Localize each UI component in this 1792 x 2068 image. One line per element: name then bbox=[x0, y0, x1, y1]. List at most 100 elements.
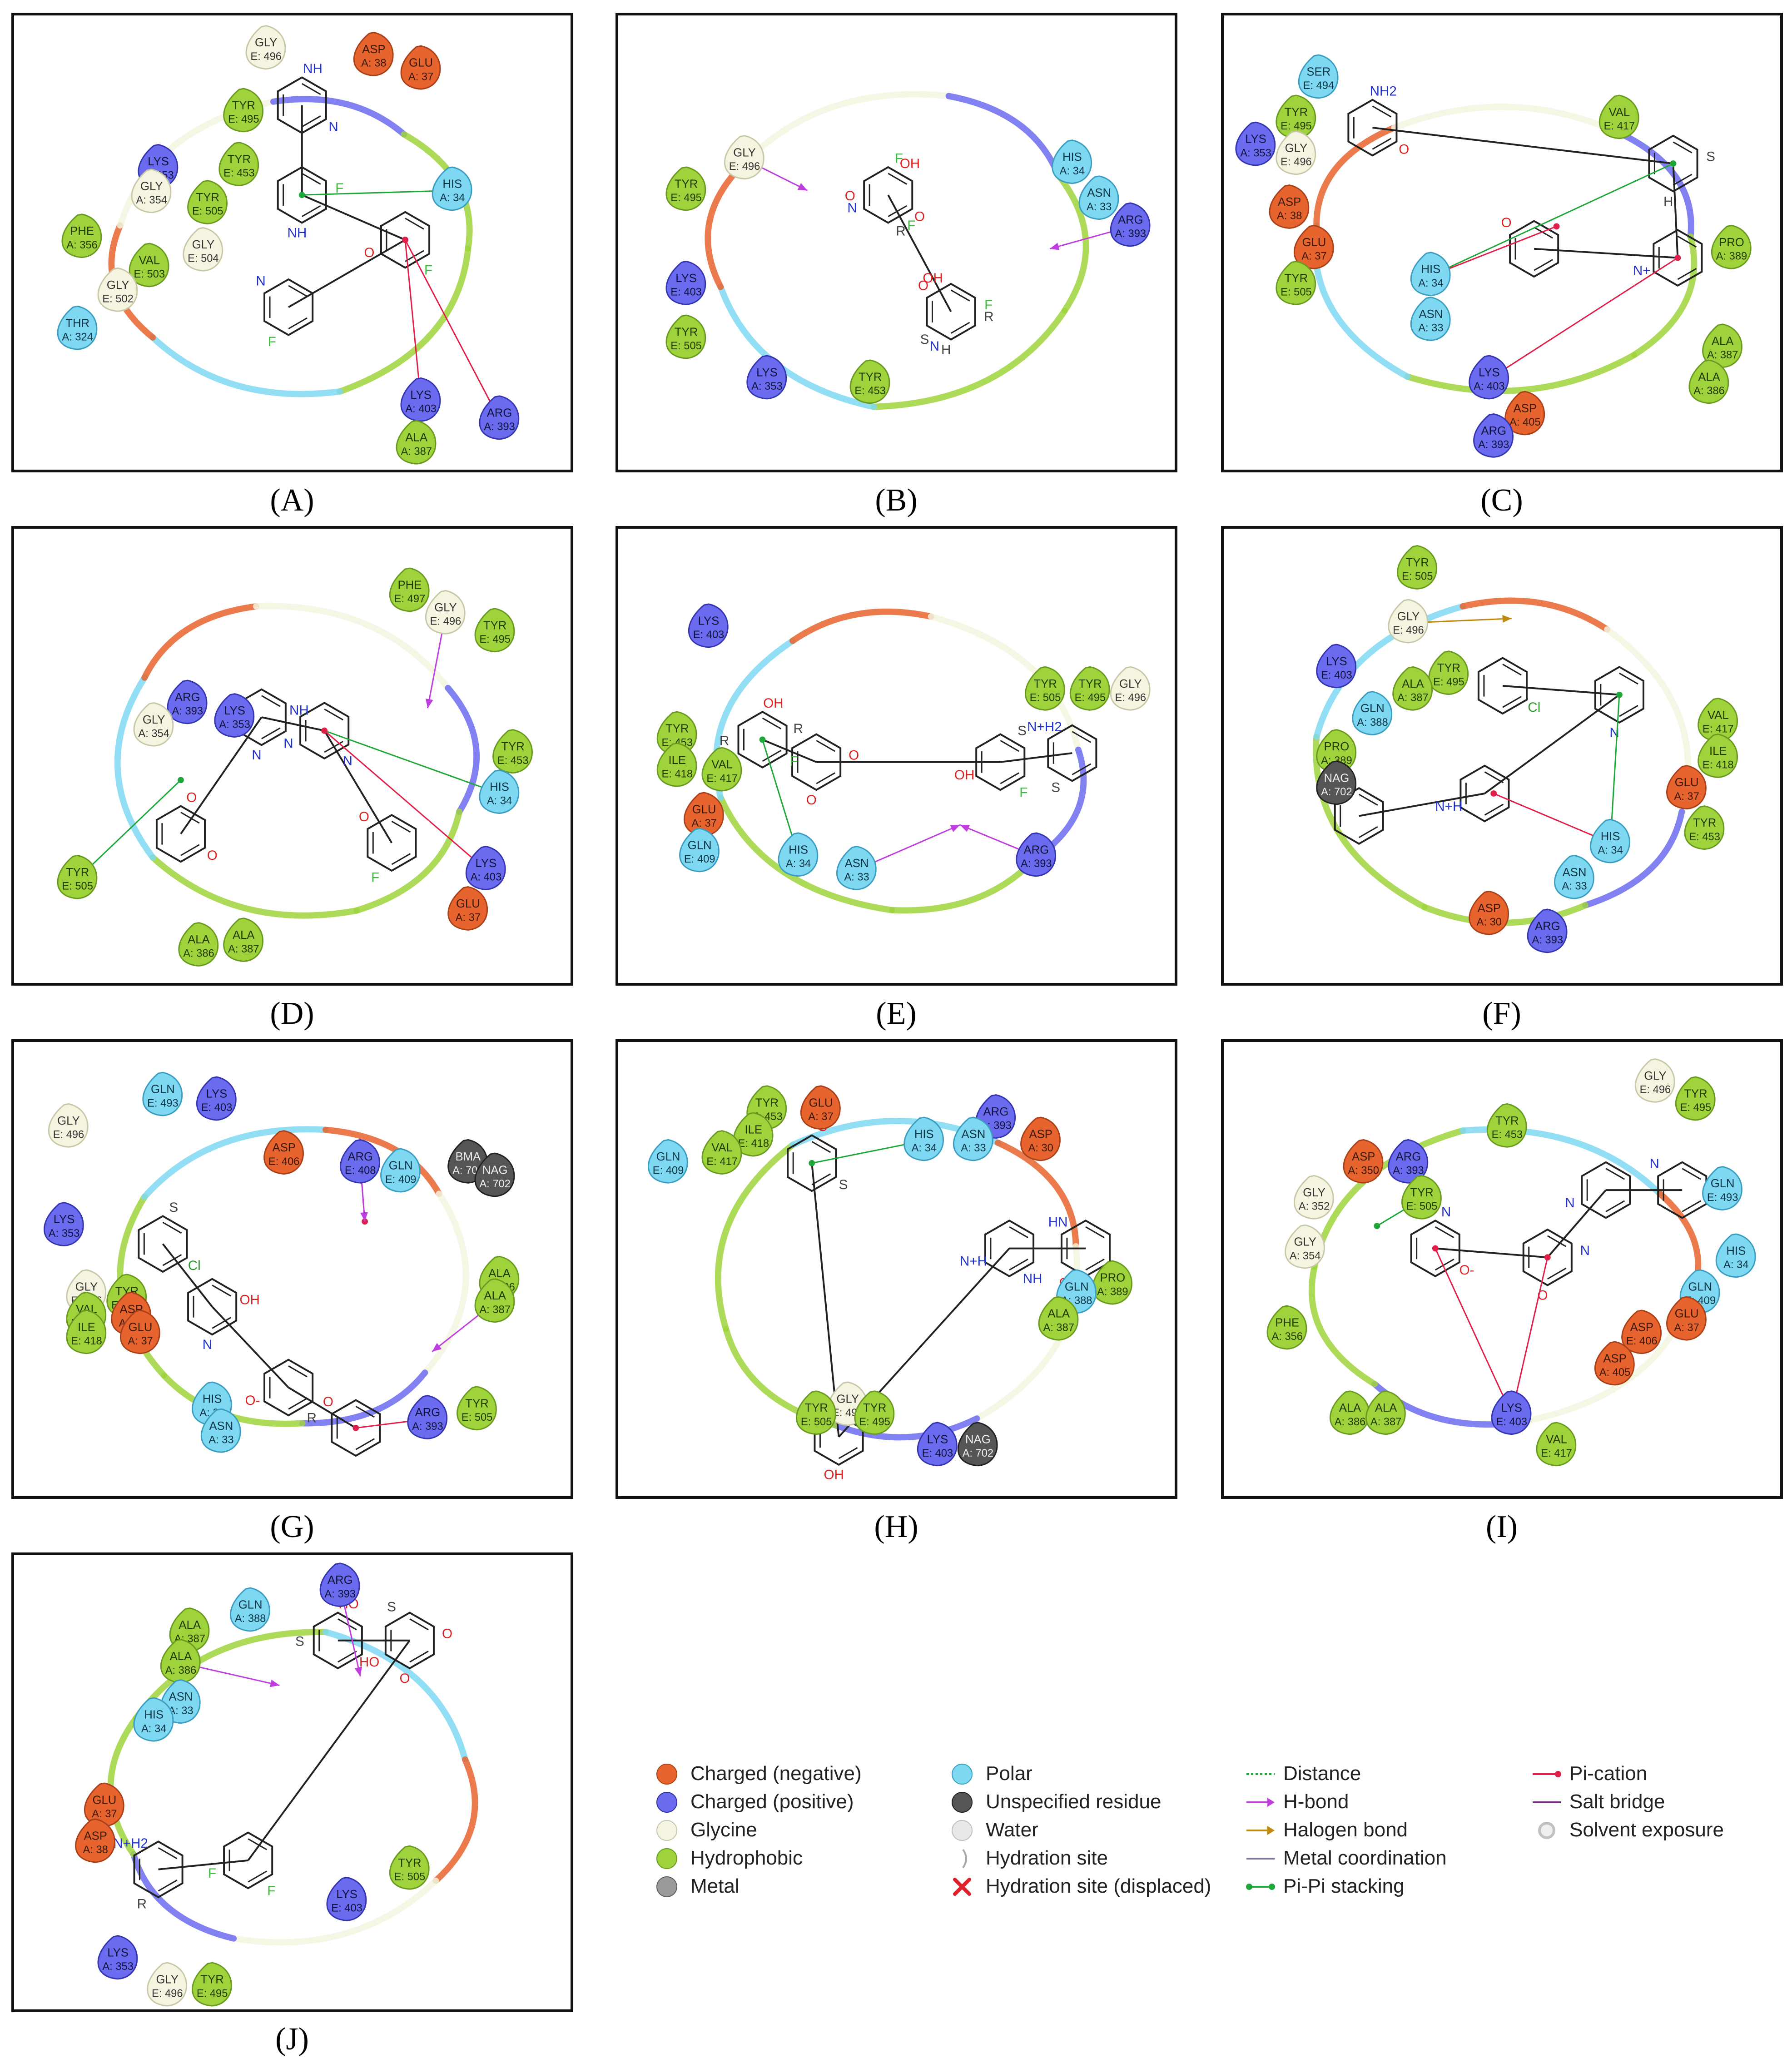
ligand-atom-label: O bbox=[442, 1626, 452, 1641]
residue-blob bbox=[1343, 1139, 1384, 1184]
residue-name: GLN bbox=[238, 1599, 263, 1612]
pocket-curve bbox=[322, 1126, 442, 1197]
ligand-ring bbox=[277, 76, 327, 134]
residue-number: A: 354 bbox=[138, 728, 169, 739]
residue-number: E: 503 bbox=[134, 268, 165, 280]
residue-number: E: 453 bbox=[1689, 831, 1720, 843]
residue-name: ASN bbox=[1563, 866, 1587, 879]
ligand-ring bbox=[380, 211, 431, 269]
pocket-curve bbox=[149, 334, 343, 397]
residue-blob bbox=[1469, 355, 1509, 400]
residue-blob bbox=[1316, 644, 1357, 689]
ligand-ring bbox=[313, 1612, 363, 1670]
ligand-atom-label: OH bbox=[923, 271, 943, 286]
residue-blob bbox=[1078, 175, 1119, 220]
residue-blob bbox=[1486, 1103, 1527, 1148]
residue-name: PHE bbox=[70, 225, 94, 238]
residue-name: ASP bbox=[84, 1830, 107, 1842]
residue-number: E: 505 bbox=[1030, 692, 1061, 704]
residue-number: A: 38 bbox=[361, 58, 386, 69]
ligand-bond bbox=[211, 1306, 289, 1389]
residue-blob bbox=[665, 260, 706, 305]
residue-number: A: 30 bbox=[1028, 1142, 1053, 1154]
ligand-structure bbox=[1410, 1161, 1708, 1286]
residue-name: TYR bbox=[1693, 817, 1716, 829]
pocket-curve bbox=[1055, 171, 1089, 314]
ligand-atom-label: N bbox=[256, 273, 265, 288]
residue-name: GLN bbox=[656, 1151, 680, 1163]
residue-number: A: 389 bbox=[1716, 251, 1747, 263]
ligand-atom-label: O bbox=[323, 1394, 333, 1409]
residue-blob bbox=[400, 45, 441, 90]
residue-name: LYS bbox=[675, 272, 697, 285]
ligand-double-bond bbox=[1465, 771, 1504, 816]
pocket-curve bbox=[1619, 131, 1694, 240]
ligand-atom-label: N bbox=[1650, 1156, 1659, 1171]
residue-blob bbox=[380, 1148, 421, 1193]
residue-blob bbox=[1491, 1390, 1532, 1435]
residue-name: ASP bbox=[1478, 902, 1501, 915]
residue-number: A: 356 bbox=[1271, 1331, 1303, 1343]
ligand-double-bond bbox=[1514, 227, 1553, 271]
pocket-curve bbox=[1631, 233, 1698, 358]
residue-blob bbox=[836, 846, 877, 890]
ligand-double-bond bbox=[1066, 1226, 1105, 1271]
residue-blob bbox=[1110, 202, 1151, 247]
residue-blob bbox=[1388, 1139, 1429, 1184]
residue-number: A: 37 bbox=[92, 1808, 117, 1820]
ligand-ring bbox=[277, 166, 327, 224]
pocket-curve bbox=[705, 161, 746, 290]
ligand-atom-label: N+ bbox=[1633, 263, 1651, 278]
residue-name: GLY bbox=[1294, 1236, 1316, 1249]
residue-name: GLU bbox=[1675, 776, 1699, 789]
ligand-atom-label: O bbox=[186, 790, 197, 805]
residue-number: A: 387 bbox=[228, 943, 259, 955]
residue-blob bbox=[1293, 1175, 1334, 1220]
residue-number: E: 403 bbox=[693, 629, 725, 641]
residue-name: GLN bbox=[1065, 1280, 1089, 1293]
residue-blob bbox=[1590, 818, 1630, 863]
residue-name: ASP bbox=[362, 43, 385, 56]
residue-number: A: 386 bbox=[165, 1665, 197, 1676]
ligand-bond bbox=[1000, 752, 1072, 763]
residue-number: E: 493 bbox=[147, 1097, 179, 1109]
panel-g-caption: (G) bbox=[270, 1509, 314, 1544]
residue-number: A: 324 bbox=[62, 331, 93, 343]
residue-number: E: 495 bbox=[479, 634, 511, 645]
residue-number: E: 406 bbox=[268, 1156, 300, 1168]
pipi-line bbox=[1430, 163, 1674, 277]
residue-number: E: 403 bbox=[1321, 669, 1352, 681]
ligand-ring bbox=[1509, 220, 1559, 278]
residue-number: A: 37 bbox=[691, 818, 716, 829]
unspecified-residue-icon bbox=[952, 1792, 973, 1813]
ligand-double-bond bbox=[743, 717, 782, 762]
ligand-atom-label: NH bbox=[303, 61, 323, 76]
salt-bridge-icon bbox=[1533, 1801, 1561, 1803]
residue-blob bbox=[75, 1818, 115, 1863]
residue-blob bbox=[1702, 1166, 1742, 1211]
residue-blob bbox=[1024, 666, 1065, 711]
residue-name: LYS bbox=[927, 1433, 948, 1446]
ligand-atom-label: O bbox=[914, 209, 925, 224]
residue-number: A: 37 bbox=[128, 1335, 153, 1347]
ligand-atom-label: F bbox=[984, 298, 993, 312]
ligand-atom-label: NH2 bbox=[1370, 84, 1397, 99]
